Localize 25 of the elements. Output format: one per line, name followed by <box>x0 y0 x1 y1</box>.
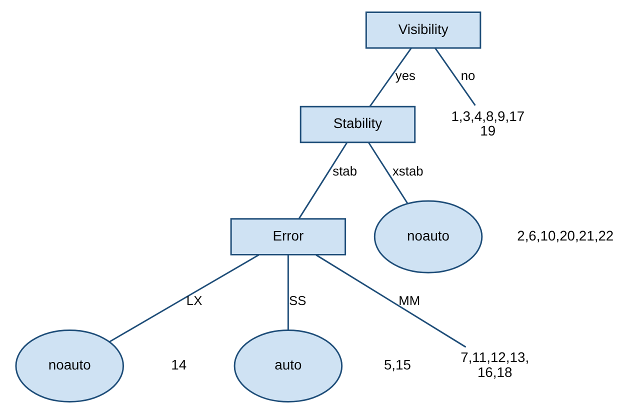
edge-label: stab <box>332 164 358 179</box>
node-text: 1,3,4,8,9,17 19 <box>451 108 525 139</box>
node-label: 14 <box>171 356 187 373</box>
node-box: Stability <box>300 106 416 144</box>
connector <box>287 254 289 330</box>
connector <box>369 48 412 107</box>
edge-label: yes <box>395 68 416 84</box>
edge-label: xstab <box>392 164 424 179</box>
connector <box>368 142 408 204</box>
connector <box>316 254 466 348</box>
edge-label: no <box>460 68 476 84</box>
edge-label: MM <box>398 292 420 308</box>
connector <box>298 142 348 220</box>
edge-label: LX <box>186 292 202 308</box>
node-box: Error <box>230 218 346 256</box>
connector <box>434 48 476 106</box>
node-text: 7,11,12,13, 16,18 <box>460 349 530 380</box>
node-ellipse: noauto <box>374 200 483 274</box>
node-label: 2,6,10,20,21,22 <box>517 227 614 244</box>
node-ellipse: noauto <box>15 329 124 402</box>
node-label: 5,15 <box>384 356 412 373</box>
connector <box>108 254 260 342</box>
edge-label: SS <box>289 292 306 308</box>
node-box: Visibility <box>365 12 482 49</box>
node-ellipse: auto <box>234 329 343 402</box>
